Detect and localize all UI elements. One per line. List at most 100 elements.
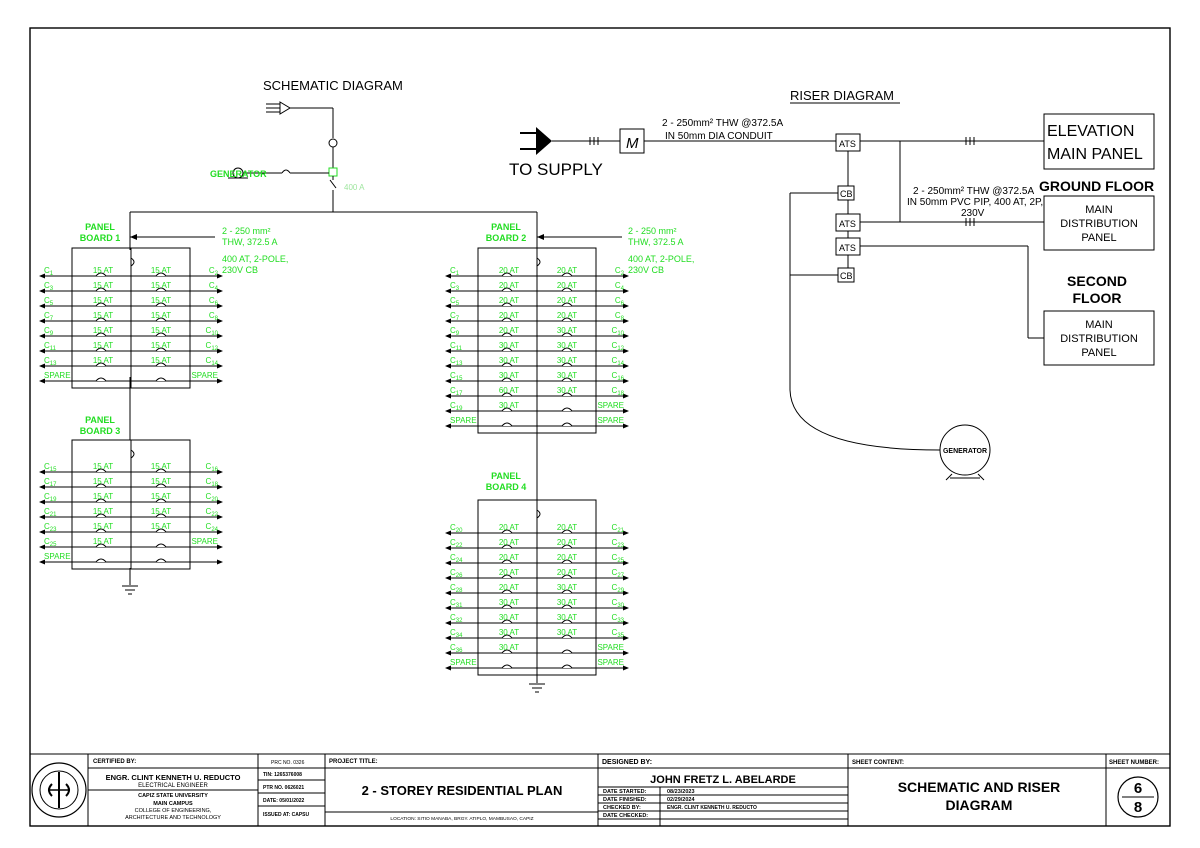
generator-icon [939,424,991,481]
title-block [29,753,1171,827]
circuit-left-label: SPARE [450,658,477,667]
arrow-left-icon [445,348,451,354]
breaker-icon [95,483,107,488]
arrow-right-icon [217,559,223,565]
breaker-icon [501,347,513,352]
sheet-number: 6 [1134,780,1142,797]
ground-floor-label: GROUND FLOOR [1039,178,1154,194]
arrow-left-icon [445,620,451,626]
arrow-left-icon [39,363,45,369]
mdp-line2: DISTRIBUTION [1060,333,1138,345]
arrow-right-icon [217,348,223,354]
circuit-right-label: C12 [206,341,219,352]
breaker-icon [501,574,513,579]
second-floor-mdp [1043,310,1155,366]
circuit-left-label: C15 [450,371,463,382]
circuit-left-label: C22 [450,538,463,549]
breaker-rating: 15 AT [93,507,113,516]
ground-floor-mdp [1043,195,1155,251]
breaker-rating: 15 AT [151,462,171,471]
arrow-right-icon [623,590,629,596]
arrow-left-icon [39,529,45,535]
breaker-icon [501,317,513,322]
mdp-line1: MAIN [1085,204,1113,216]
arrow-right-icon [623,318,629,324]
arrow-left-icon [445,665,451,671]
breaker-rating: 20 AT [499,296,519,305]
arrow-left-icon [39,484,45,490]
arrow-left-icon [445,545,451,551]
breaker-icon [501,634,513,639]
circuit-left-label: SPARE [44,552,71,561]
breaker-rating: 20 AT [557,523,577,532]
breaker-icon [501,529,513,534]
feeder-note: THW, 372.5 A [222,237,278,247]
circuit-right-label: C35 [612,628,625,639]
breaker-note: 400 AT, 2-POLE, [222,254,288,264]
generator-label: GENERATOR [210,169,267,179]
breaker-rating: 20 AT [499,553,519,562]
circuit-left-label: C19 [44,492,57,503]
circuit-right-label: C14 [612,356,625,367]
date-checked-label: DATE CHECKED: [603,813,648,819]
panel-label: PANEL [491,222,521,232]
circuit-right-label: C10 [206,326,219,337]
breaker-icon [95,332,107,337]
breaker-rating: 15 AT [151,281,171,290]
breaker-rating: 30 AT [499,341,519,350]
sheet-content-line1: SCHEMATIC AND RISER [898,779,1061,795]
breaker-rating: 15 AT [93,492,113,501]
circuit-right-label: SPARE [597,643,624,652]
designed-by-label: DESIGNED BY: [602,759,652,766]
arrow-left-icon [39,378,45,384]
circuit-left-label: C11 [44,341,57,352]
breaker-icon [95,498,107,503]
breaker-icon [155,302,167,307]
arrow-left-icon [445,303,451,309]
circuit-right-label: SPARE [191,371,218,380]
breaker-icon [155,347,167,352]
breaker-icon [561,362,573,367]
circuit-right-label: C29 [612,583,625,594]
supply-plug-icon [520,127,620,155]
breaker-rating: 30 AT [499,613,519,622]
panel-label: PANEL [491,471,521,481]
arrow-left-icon [39,544,45,550]
feeder-note: THW, 372.5 A [628,237,684,247]
breaker-icon [501,272,513,277]
college-line1: COLLEGE OF ENGINEERING, [135,808,212,814]
arrow-left-icon [445,363,451,369]
college-line2: ARCHITECTURE AND TECHNOLOGY [125,815,221,821]
breaker-rating: 20 AT [499,568,519,577]
arrow-left-icon [39,469,45,475]
circuit-left-label: C23 [44,522,57,533]
breaker-icon [501,392,513,397]
breaker-icon [501,619,513,624]
breaker-icon [155,377,167,382]
circuit-left-label: C7 [44,311,54,322]
circuit-right-label: C20 [206,492,219,503]
circuit-left-label: C3 [450,281,460,292]
arrow-right-icon [217,529,223,535]
panel-label: BOARD 4 [486,482,527,492]
circuit-left-label: C25 [44,537,57,548]
breaker-icon [155,558,167,563]
breaker-icon [155,528,167,533]
breaker-icon [501,287,513,292]
breaker-icon [155,468,167,473]
